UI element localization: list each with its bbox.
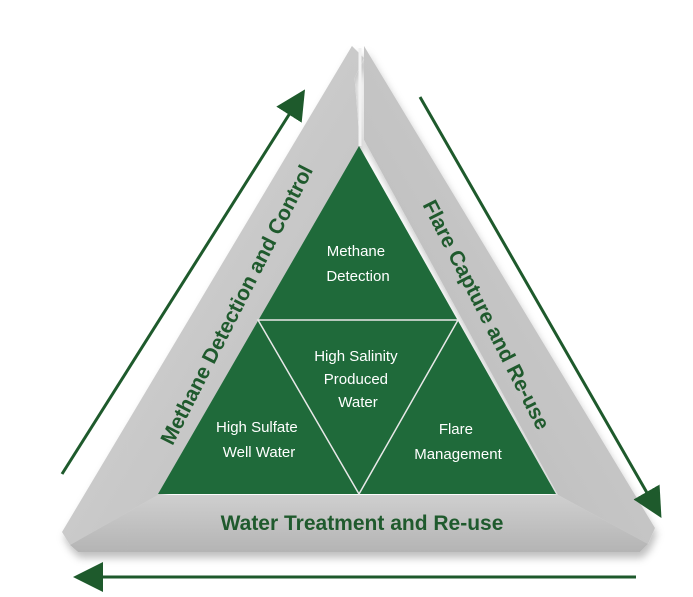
arrow-down-icon: [418, 96, 662, 519]
inner-triangle: [158, 146, 556, 496]
inner-label-left: High Sulfate Well Water: [216, 419, 302, 461]
inner-label-top-line2: Detection: [326, 268, 389, 285]
inner-label-left-line1: High Sulfate: [216, 419, 298, 436]
outer-panel-bottom: [70, 495, 648, 552]
inner-label-center: High Salinity Produced Water: [314, 348, 402, 411]
arrow-up-icon: [60, 89, 306, 475]
inner-label-center-line3: Water: [338, 394, 377, 411]
inner-label-left-line2: Well Water: [223, 444, 296, 461]
inner-label-right-line1: Flare: [439, 421, 473, 438]
outer-triangle: [62, 46, 655, 552]
inner-label-right: Flare Management: [414, 421, 502, 463]
inner-divider: [256, 319, 460, 496]
side-label-bottom: Water Treatment and Re-use: [221, 512, 504, 535]
inner-label-right-line2: Management: [414, 446, 502, 463]
outer-panel-left-face: [66, 46, 360, 540]
outer-panel-right: [364, 46, 655, 544]
inner-label-top: Methane Detection: [326, 243, 389, 285]
inner-label-top-line1: Methane: [327, 243, 385, 260]
inner-label-center-line1: High Salinity: [314, 348, 398, 365]
inner-label-center-line2: Produced: [324, 371, 388, 388]
